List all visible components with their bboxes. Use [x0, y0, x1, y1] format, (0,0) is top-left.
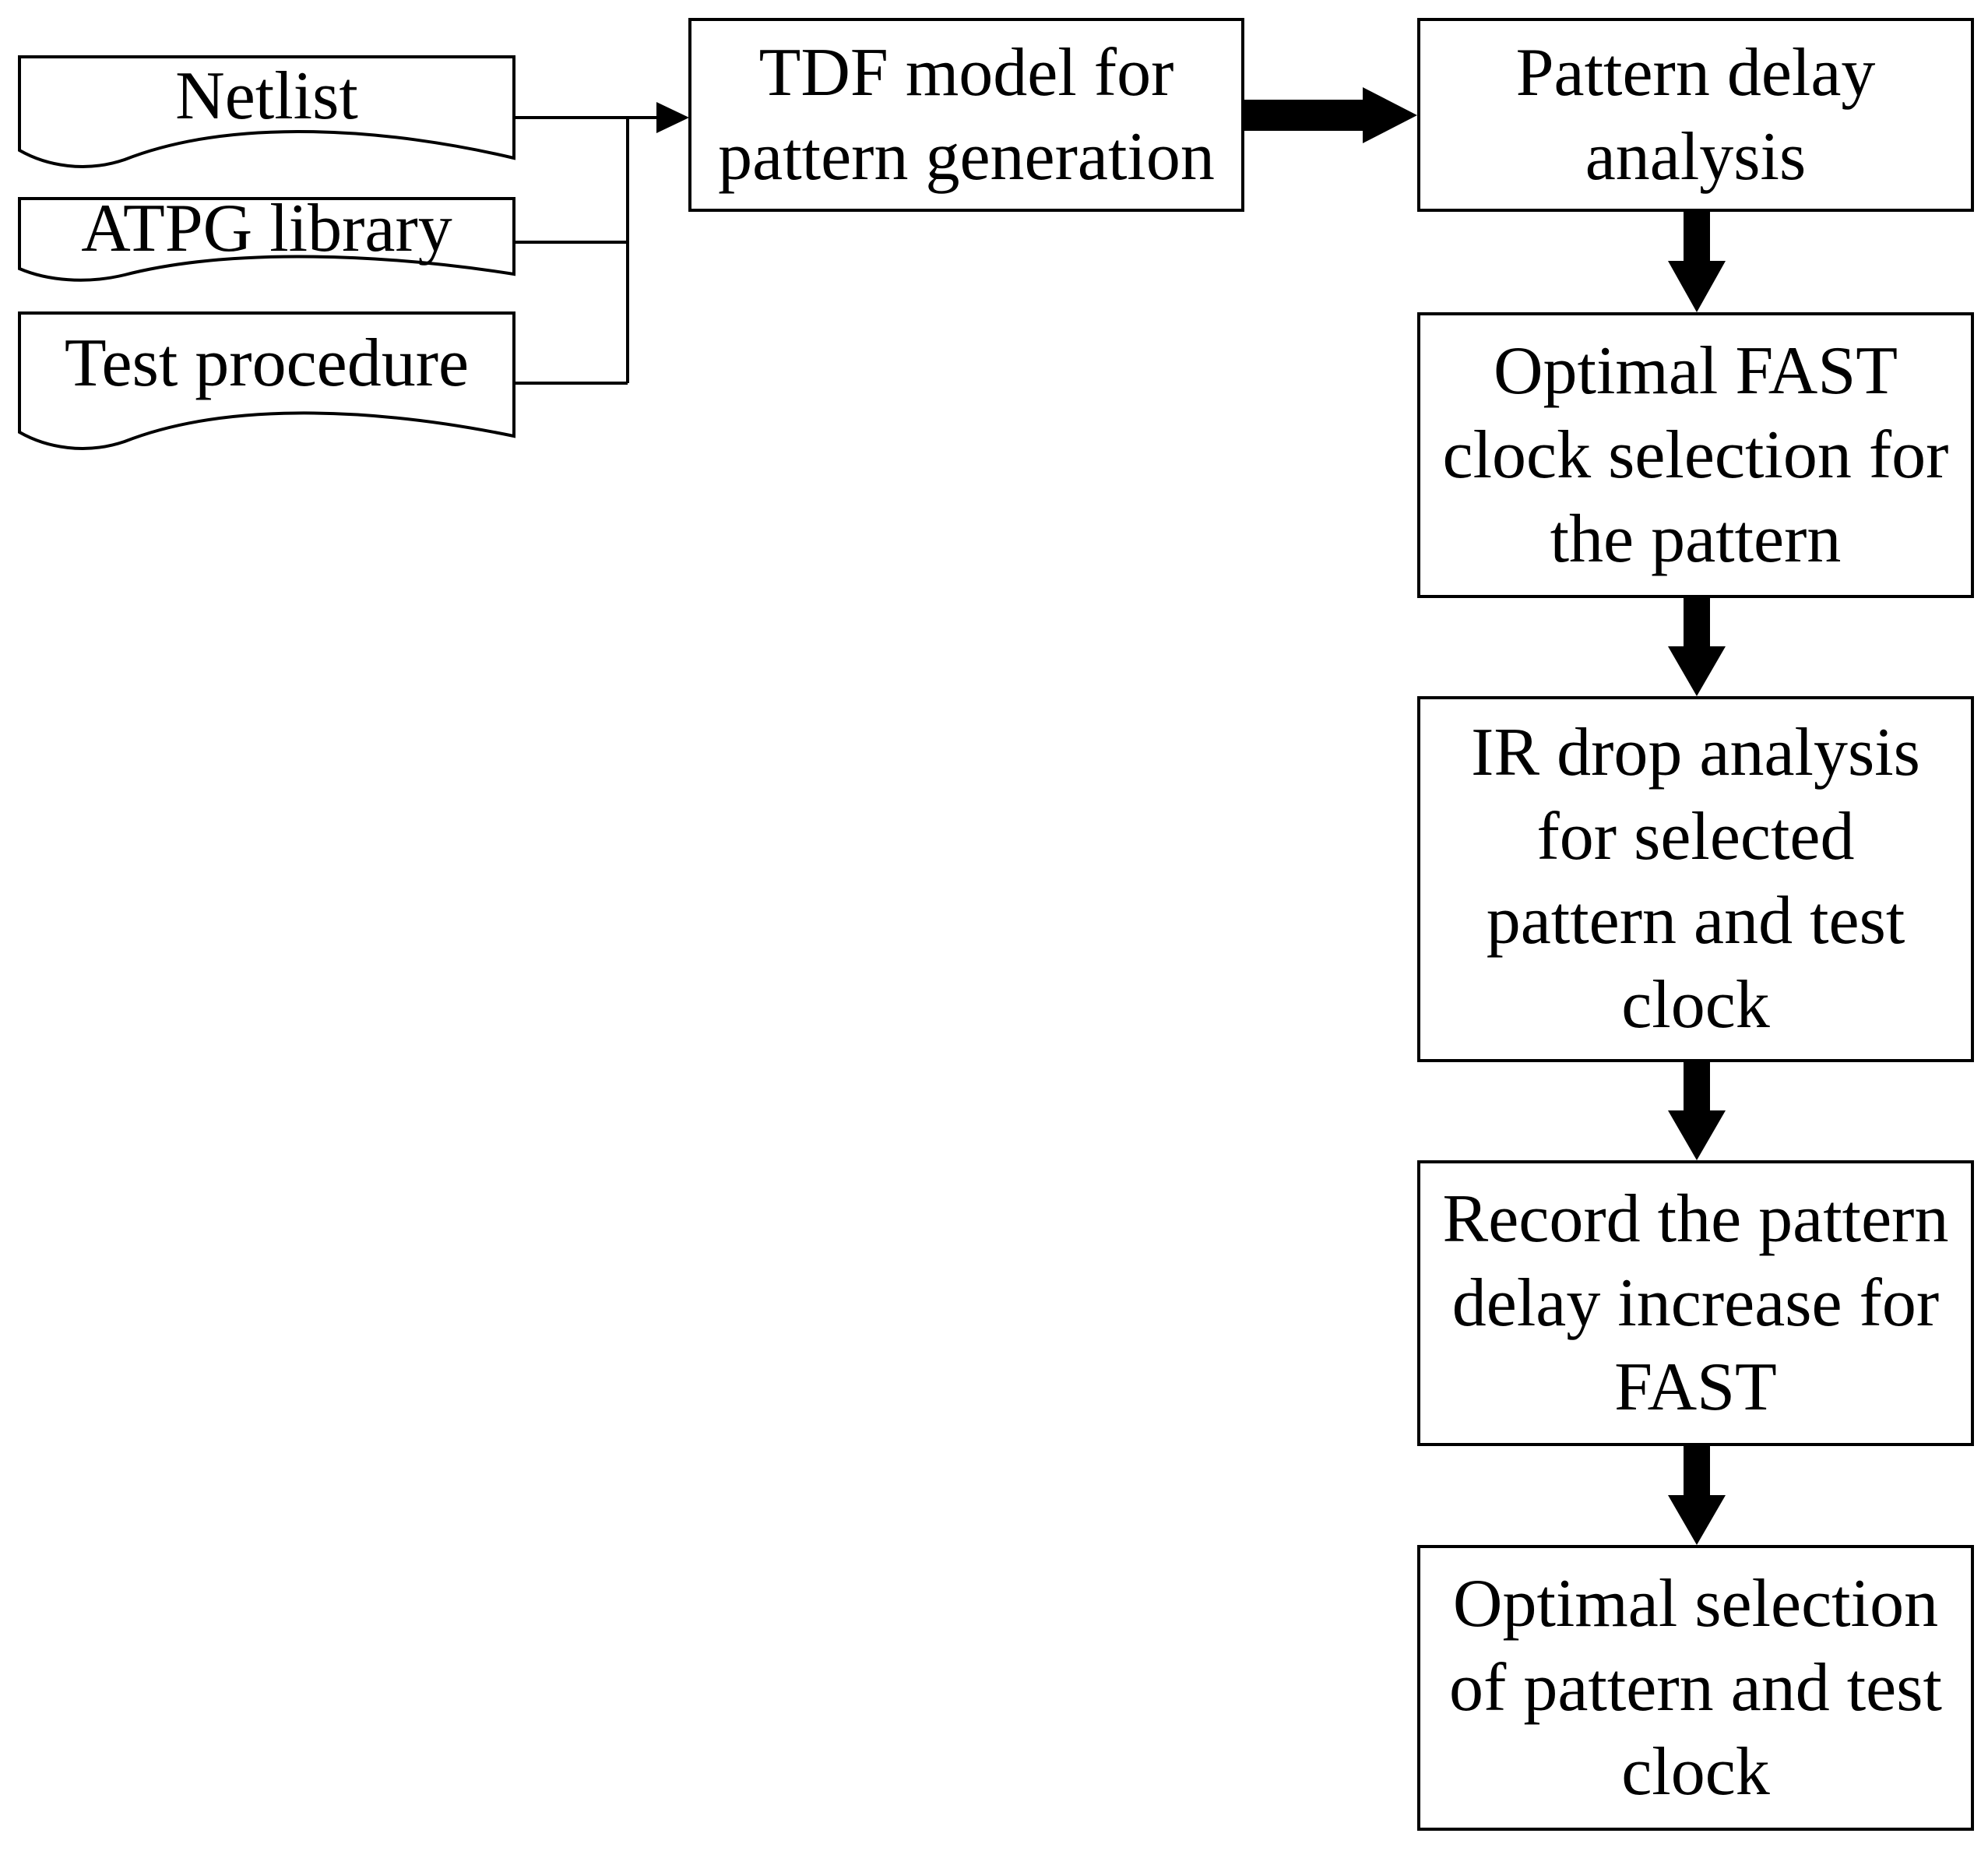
record-delay-line-2: delay increase for: [1451, 1265, 1940, 1341]
pattern-delay-to-fast-clock-arrow: [1668, 212, 1726, 312]
optimal-selection-line-3: clock: [1621, 1733, 1770, 1810]
tdf-to-pattern-delay-arrow: [1243, 87, 1417, 143]
test-procedure-label: Test procedure: [64, 326, 470, 401]
pattern-delay-line-2: analysis: [1585, 118, 1807, 195]
inputs-to-tdf-arrowhead: [656, 102, 689, 133]
optimal-selection-line-2: of pattern and test: [1449, 1649, 1942, 1726]
ir-drop-to-record-arrow: [1668, 1062, 1726, 1160]
pattern-delay-analysis-step: Pattern delay analysis: [1419, 19, 1972, 210]
record-delay-increase-step: Record the pattern delay increase for FA…: [1419, 1162, 1972, 1445]
record-delay-line-1: Record the pattern: [1442, 1181, 1949, 1257]
tdf-model-step: TDF model for pattern generation: [690, 19, 1243, 210]
tdf-model-line-1: TDF model for: [758, 34, 1174, 111]
atpg-library-label: ATPG library: [81, 190, 452, 266]
netlist-label: Netlist: [175, 58, 358, 134]
fast-clock-to-ir-drop-arrow: [1668, 598, 1726, 696]
test-procedure-input: Test procedure: [19, 313, 514, 436]
ir-drop-analysis-step: IR drop analysis for selected pattern an…: [1419, 698, 1972, 1061]
optimal-selection-step: Optimal selection of pattern and test cl…: [1419, 1547, 1972, 1829]
netlist-input: Netlist: [19, 57, 514, 158]
ir-drop-line-2: for selected: [1536, 799, 1855, 874]
optimal-fast-clock-line-1: Optimal FAST: [1493, 333, 1898, 409]
optimal-fast-clock-line-3: the pattern: [1550, 501, 1842, 577]
ir-drop-line-4: clock: [1621, 967, 1770, 1043]
optimal-fast-clock-step: Optimal FAST clock selection for the pat…: [1419, 314, 1972, 596]
record-delay-line-3: FAST: [1614, 1349, 1777, 1425]
pattern-delay-line-1: Pattern delay: [1515, 34, 1876, 111]
optimal-fast-clock-line-2: clock selection for: [1442, 417, 1949, 493]
atpg-library-input: ATPG library: [19, 191, 514, 280]
atpg-library-document-shape: [18, 197, 515, 282]
ir-drop-line-1: IR drop analysis: [1471, 715, 1920, 790]
ir-drop-analysis-box: [1417, 696, 1974, 1062]
pattern-delay-analysis-box: [1417, 18, 1974, 212]
optimal-selection-line-1: Optimal selection: [1452, 1565, 1939, 1642]
optimal-fast-clock-box: [1417, 312, 1974, 598]
test-procedure-document-shape: [18, 311, 515, 450]
tdf-model-line-2: pattern generation: [718, 118, 1215, 195]
optimal-selection-box: [1417, 1545, 1974, 1831]
record-delay-increase-box: [1417, 1160, 1974, 1446]
record-to-optimal-selection-arrow: [1668, 1446, 1726, 1545]
ir-drop-line-3: pattern and test: [1486, 883, 1905, 959]
tdf-model-box: [688, 18, 1244, 212]
netlist-document-shape: [18, 55, 515, 168]
